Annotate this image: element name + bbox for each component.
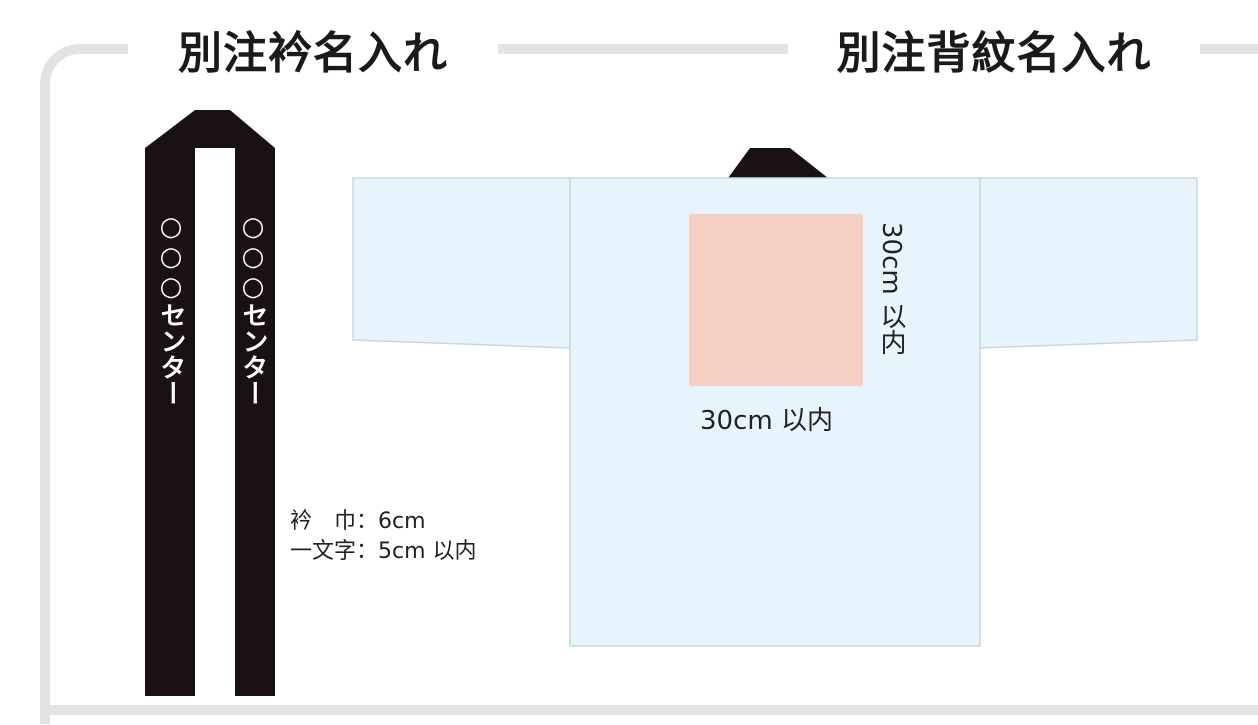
outer-frame [40, 44, 1258, 724]
happi-jacket-illustration [352, 148, 1198, 647]
jacket-neck [728, 148, 828, 178]
jacket-right-sleeve [979, 177, 1198, 349]
collar-width-spec: 衿 巾：6cm [290, 509, 426, 534]
back-emblem-area [689, 214, 863, 386]
collar-band [145, 110, 275, 696]
back-emblem-section-title: 別注背紋名入れ [788, 14, 1200, 84]
character-size-spec: 一文字：5cm 以内 [290, 539, 477, 564]
jacket-left-sleeve [352, 177, 571, 349]
outer-frame-bottom [40, 705, 1258, 715]
emblem-width-label: 30cm 以内 [700, 406, 833, 436]
collar-section-title: 別注衿名入れ [128, 14, 498, 84]
collar-text-right: ○○○センター [238, 212, 268, 406]
collar-illustration [145, 110, 275, 696]
emblem-height-label: 30cm 以内 [876, 222, 906, 355]
collar-text-left: ○○○センター [156, 212, 186, 406]
